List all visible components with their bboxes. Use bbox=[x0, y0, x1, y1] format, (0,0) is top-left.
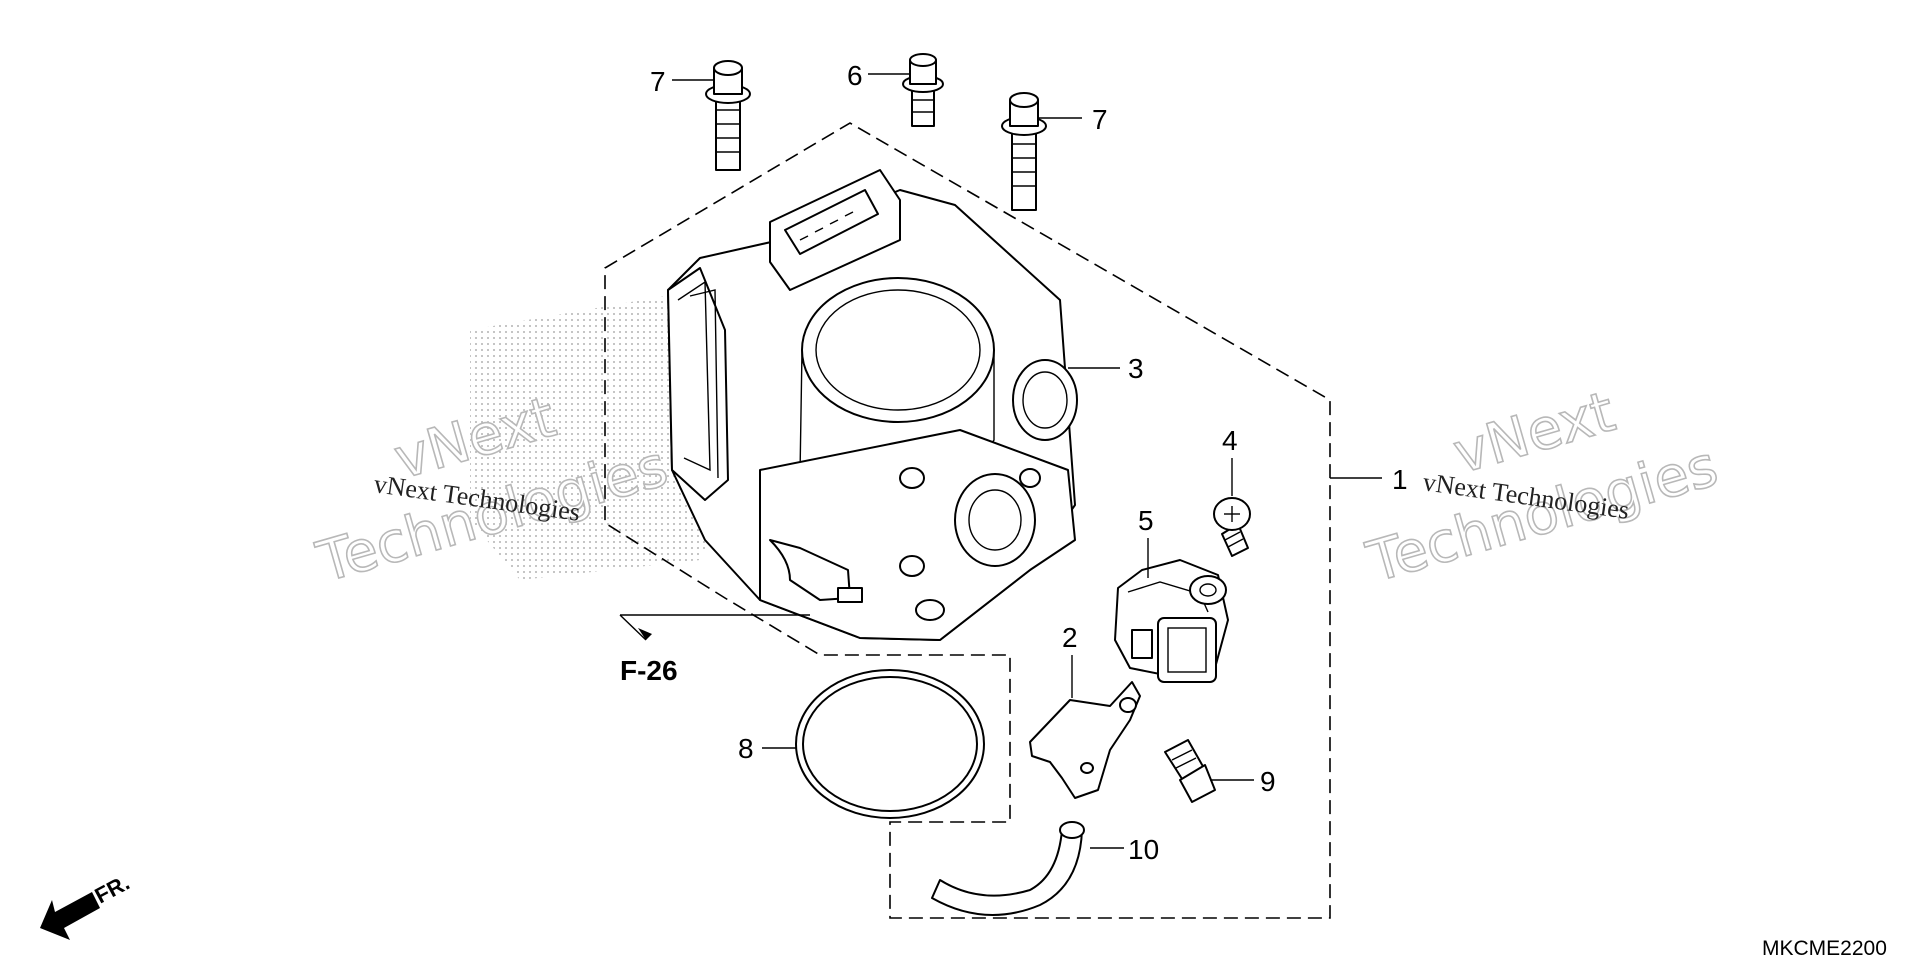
callout-3: 3 bbox=[1128, 353, 1144, 384]
callout-7-right: 7 bbox=[1092, 104, 1108, 135]
assembly-boundary bbox=[604, 122, 1331, 919]
bolt-9[interactable] bbox=[1164, 739, 1216, 803]
screw-4[interactable] bbox=[1213, 497, 1251, 557]
callout-4: 4 bbox=[1222, 425, 1238, 456]
callout-8: 8 bbox=[738, 733, 754, 764]
callout-7-left: 7 bbox=[650, 66, 666, 97]
diagram-code: MKCME2200 bbox=[1762, 937, 1887, 960]
callout-5: 5 bbox=[1138, 505, 1154, 536]
bolt-7-left[interactable] bbox=[705, 60, 751, 171]
bolt-6[interactable] bbox=[902, 53, 944, 127]
callout-9: 9 bbox=[1260, 766, 1276, 797]
callout-2: 2 bbox=[1062, 622, 1078, 653]
map-sensor[interactable] bbox=[1114, 559, 1229, 683]
callout-10: 10 bbox=[1128, 834, 1159, 865]
o-ring-8[interactable] bbox=[795, 669, 985, 819]
bracket-2[interactable] bbox=[1029, 681, 1141, 799]
reference-f26[interactable]: F-26 bbox=[620, 655, 678, 686]
front-arrow-icon bbox=[40, 892, 100, 940]
hose-10[interactable] bbox=[931, 821, 1085, 916]
throttle-body[interactable] bbox=[667, 169, 1078, 641]
bolt-7-right[interactable] bbox=[1001, 92, 1047, 211]
callout-6: 6 bbox=[847, 60, 863, 91]
callout-1: 1 bbox=[1392, 464, 1408, 495]
leader-lines bbox=[619, 73, 1382, 849]
